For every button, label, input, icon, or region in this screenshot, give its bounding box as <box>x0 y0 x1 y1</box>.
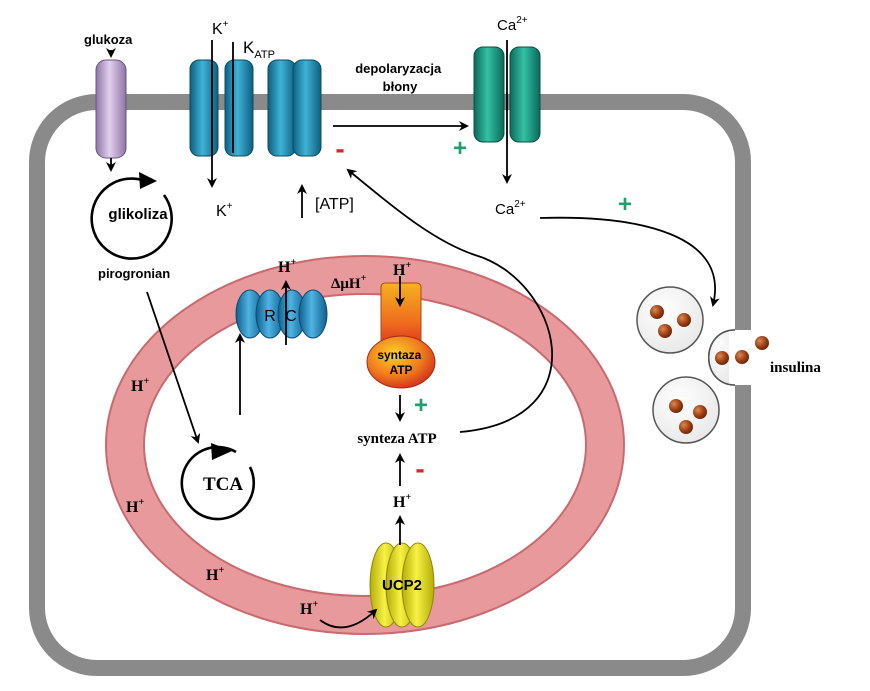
tca-label: TCA <box>203 474 243 495</box>
respiratory-chain <box>235 289 328 339</box>
mitochondrion-edge-inner <box>143 293 587 597</box>
plus-sign-ca-channel: + <box>453 135 467 162</box>
glucose-label: glukoza <box>84 32 133 47</box>
minus-sign-synthesis: - <box>415 453 424 484</box>
insulin-label: insulina <box>770 360 821 376</box>
k-outside-label: K+ <box>212 19 229 38</box>
depolarization-label: depolaryzacja błony <box>355 61 445 94</box>
k-inside-label: K+ <box>216 201 233 220</box>
h-ucp-up-label: H+ <box>393 492 411 511</box>
ucp2-label: UCP2 <box>382 577 422 594</box>
h-left-2-label: H+ <box>126 497 144 516</box>
mitochondrion-edge-outer <box>105 255 625 635</box>
arrows <box>106 40 720 629</box>
minus-sign-katp: - <box>335 133 344 164</box>
katp-channel <box>189 59 322 157</box>
plus-sign-ca-secretion: + <box>618 191 632 218</box>
mitochondrion-outer-membrane <box>106 256 624 634</box>
delta-mu-h-label: ΔμH+ <box>331 273 367 292</box>
glucose-transporter <box>95 59 127 159</box>
atp-synthesis-label: synteza ATP <box>357 431 436 447</box>
ucp2-protein <box>369 542 435 628</box>
ca-outside-label: Ca2+ <box>497 15 528 34</box>
glycolysis-cycle <box>90 172 173 260</box>
ca-inside-label: Ca2+ <box>495 199 526 218</box>
h-synthase-label: H+ <box>393 260 411 279</box>
rc-r-label: R <box>264 308 276 325</box>
atp-synthase <box>366 282 436 389</box>
insulin-granules <box>650 305 769 434</box>
plus-sign-synthase: + <box>414 392 428 419</box>
insulin-vesicles <box>636 286 751 444</box>
synthase-label: syntaza ATP <box>377 348 424 377</box>
h-left-1-label: H+ <box>131 376 149 395</box>
h-left-3-label: H+ <box>206 565 224 584</box>
pyruvate-label: pirogronian <box>98 266 170 281</box>
h-rc-label: H+ <box>278 257 296 276</box>
tca-cycle <box>180 443 256 521</box>
rc-c-label: C <box>285 308 297 325</box>
h-ucp-in-label: H+ <box>300 599 318 618</box>
calcium-channel <box>473 46 541 143</box>
atp-level-label: [ATP] <box>315 196 354 213</box>
katp-label: KATP <box>243 38 275 61</box>
glycolysis-label: glikoliza <box>108 206 168 223</box>
